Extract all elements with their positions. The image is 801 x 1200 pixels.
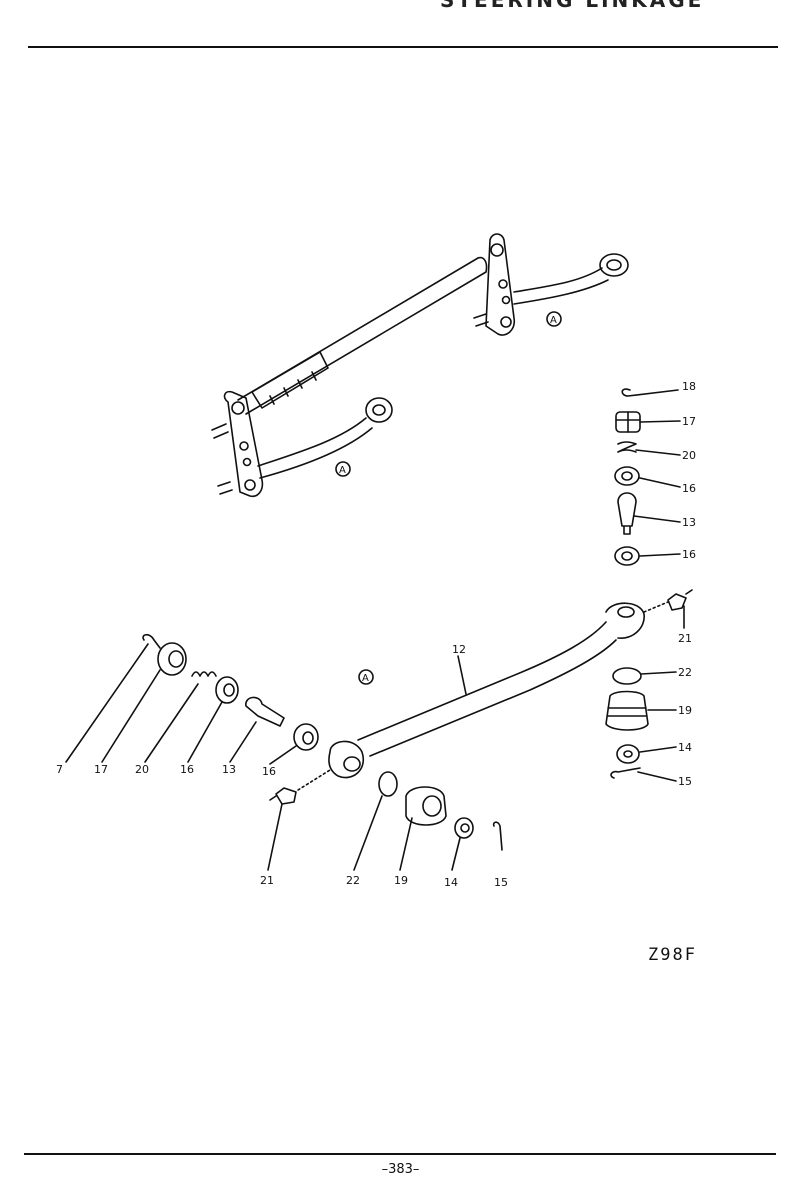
header-title-cut: STEERING LINKAGE: [440, 0, 705, 12]
right-arm-eye: [600, 254, 628, 276]
split-pin-18: [622, 389, 678, 396]
callout-15-left: 15: [494, 876, 508, 889]
callout-13-left: 13: [222, 763, 236, 776]
callout-13-right: 13: [682, 516, 696, 529]
grease-nipple-21-left: [270, 788, 296, 804]
callout-18: 18: [682, 380, 696, 393]
callout-21-left: 21: [260, 874, 274, 887]
right-arm: [514, 268, 608, 304]
circle-letters: A A A: [339, 315, 557, 684]
callout-21-right: 21: [678, 632, 692, 645]
split-pin-15-left: [494, 822, 502, 850]
lower-assembly: [66, 590, 692, 870]
marker-a-text-3: A: [362, 673, 369, 684]
nut-14-right: [617, 745, 639, 763]
split-pin-7: [143, 635, 160, 648]
rod-left-eye: [329, 741, 363, 777]
page-number: –383–: [381, 1162, 420, 1177]
callout-19-left: 19: [394, 874, 408, 887]
dust-boot-19-right: [606, 692, 648, 731]
drag-rod-12: [358, 622, 616, 756]
seat-16-bottom: [615, 547, 639, 565]
callout-17-right: 17: [682, 415, 696, 428]
split-pin-15-right: [611, 768, 640, 778]
right-parts-stack: [615, 389, 680, 565]
right-bracket: [486, 234, 514, 335]
callout-14-left: 14: [444, 876, 458, 889]
callout-20-right: 20: [682, 449, 696, 462]
seat-16-left-b: [294, 724, 318, 750]
callout-16-right-top: 16: [682, 482, 696, 495]
spring-20: [618, 442, 636, 452]
castle-nut-17-left: [158, 643, 186, 675]
ball-stud-13: [618, 493, 636, 534]
callout-20-left: 20: [135, 763, 149, 776]
marker-a-upper-right: [547, 312, 561, 326]
left-arm-eye: [366, 398, 392, 422]
spring-20-left: [192, 672, 216, 676]
left-arm: [258, 418, 372, 478]
callout-22-left: 22: [346, 874, 360, 887]
marker-a-text-2: A: [339, 465, 346, 476]
callout-17-left: 17: [94, 763, 108, 776]
marker-a-text-1: A: [550, 315, 557, 326]
callout-16-left-b: 16: [262, 765, 276, 778]
seat-16-top: [615, 467, 639, 485]
callout-19-right: 19: [678, 704, 692, 717]
rod-right-eye: [606, 603, 644, 638]
callout-14-right: 14: [678, 741, 692, 754]
upper-assembly: [212, 234, 628, 496]
relay-rod: [238, 258, 487, 414]
o-ring-22-left: [379, 772, 397, 796]
top-divider: [28, 46, 778, 48]
left-bracket: [225, 392, 263, 497]
callout-labels: 18 17 20 16 13 16 21 22 19 14 15 12 7 17…: [56, 380, 696, 889]
callout-12: 12: [452, 643, 466, 656]
callout-7: 7: [56, 763, 63, 776]
marker-a-lower: [359, 670, 373, 684]
grease-nipple-21-right: [668, 590, 692, 610]
seat-16-left-a: [216, 677, 238, 703]
ball-stud-13-left: [246, 697, 284, 726]
callout-16-right-bottom: 16: [682, 548, 696, 561]
callout-16-left-a: 16: [180, 763, 194, 776]
diagram-code: Z98F: [648, 945, 697, 965]
nut-14-left: [455, 818, 473, 838]
callout-15-right: 15: [678, 775, 692, 788]
marker-a-upper-left: [336, 462, 350, 476]
bottom-divider: [24, 1153, 776, 1155]
o-ring-22-right: [613, 668, 641, 684]
rod-sleeve: [252, 352, 328, 408]
callout-22-right: 22: [678, 666, 692, 679]
